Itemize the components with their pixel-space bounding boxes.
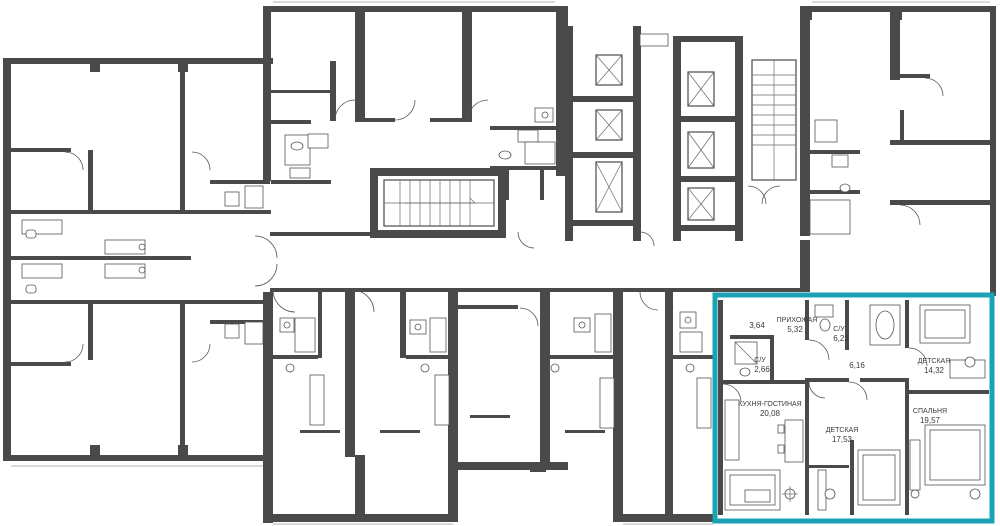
right-upper-apartment (809, 20, 990, 235)
room-label-area: 6,16 (849, 361, 865, 370)
room-label-area: 5,32 (787, 325, 803, 334)
room-label-name: С/У (754, 357, 766, 364)
upper-apartments (263, 26, 669, 200)
room-label-area: 2,66 (754, 365, 770, 374)
room-label-area: 6,22 (833, 334, 849, 343)
window-lines (11, 1, 990, 525)
room-label-area: 20,08 (760, 409, 781, 418)
room-label-name: КУХНЯ-ГОСТИНАЯ (738, 401, 801, 408)
exterior-walls (3, 6, 996, 523)
central-core (251, 6, 810, 304)
lower-apartments (263, 289, 713, 522)
room-labels: 3,64 ПРИХОЖАЯ 5,32 С/У 6,22 С/У 2,66 6,1… (738, 317, 950, 444)
apartment-highlight-frame (712, 292, 995, 524)
room-label-area: 19,57 (920, 416, 941, 425)
room-label-name: ПРИХОЖАЯ (777, 317, 818, 324)
room-label-name: ДЕТСКАЯ (826, 427, 859, 434)
room-label-name: С/У (833, 326, 845, 333)
room-label-name: СПАЛЬНЯ (913, 408, 947, 415)
room-label-area: 3,64 (749, 321, 765, 330)
highlighted-apartment (718, 300, 989, 515)
left-wing-interior (11, 72, 270, 455)
room-label-name: ДЕТСКАЯ (918, 358, 951, 365)
room-label-area: 14,32 (924, 366, 945, 375)
room-label-area: 17,53 (832, 435, 853, 444)
